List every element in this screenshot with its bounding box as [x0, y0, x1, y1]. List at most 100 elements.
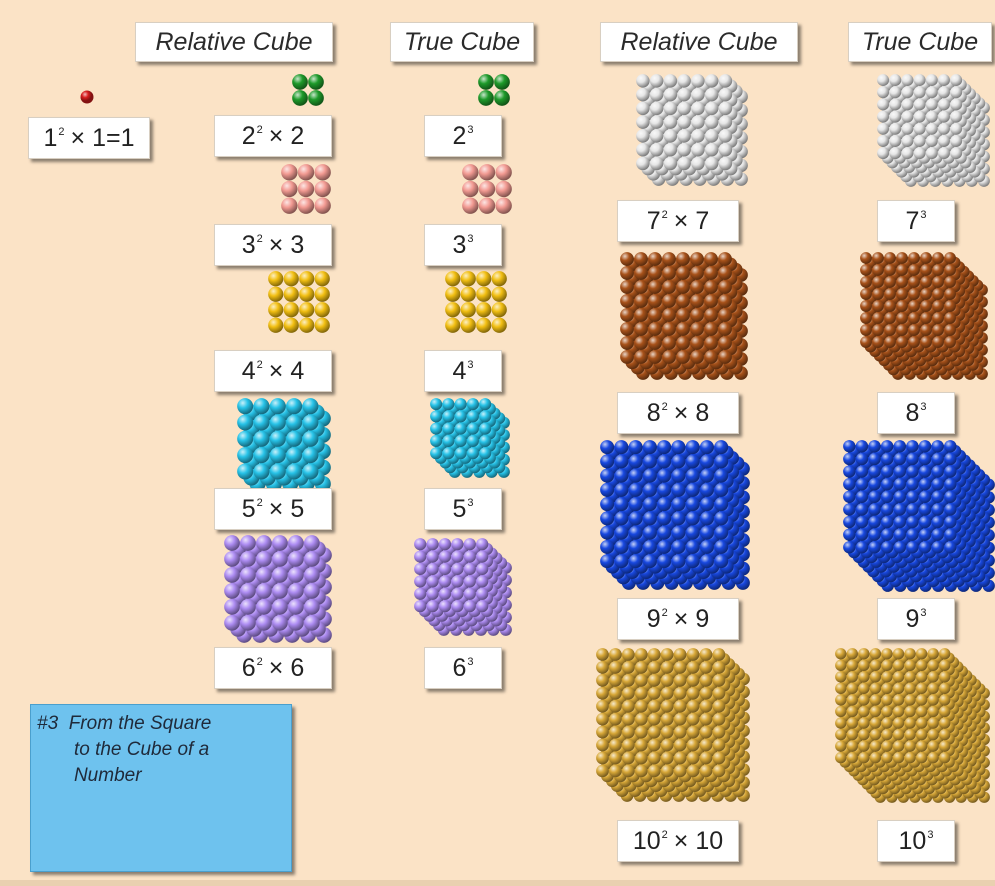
bead	[686, 454, 700, 468]
bead	[442, 423, 454, 435]
bead	[920, 288, 932, 300]
bead	[648, 280, 662, 294]
bead	[674, 674, 687, 687]
bead	[858, 741, 869, 752]
bead	[835, 694, 846, 705]
bead	[944, 465, 956, 477]
bead	[914, 111, 926, 123]
bead	[713, 700, 726, 713]
bead	[648, 661, 661, 674]
bead	[298, 198, 314, 214]
bead	[281, 181, 297, 197]
bead	[718, 266, 732, 280]
bead	[926, 123, 938, 135]
label-relative-7: 72× 7	[617, 200, 739, 242]
bead	[596, 739, 609, 752]
bead	[713, 765, 726, 778]
label-true-6: 63	[424, 647, 502, 689]
bead	[705, 129, 718, 142]
bead	[835, 706, 846, 717]
bead	[944, 541, 956, 553]
bead	[858, 660, 869, 671]
bead	[430, 398, 442, 410]
bead	[920, 336, 932, 348]
bead	[870, 729, 881, 740]
bead	[298, 181, 314, 197]
bead	[920, 252, 932, 264]
bead	[858, 648, 869, 659]
bead	[877, 147, 889, 159]
bead	[928, 671, 939, 682]
bead	[657, 440, 671, 454]
bead	[451, 600, 463, 612]
bead	[908, 324, 920, 336]
bead	[889, 74, 901, 86]
label-base: 7	[905, 207, 919, 235]
bead	[713, 687, 726, 700]
bead	[919, 516, 931, 528]
true-cube-10	[835, 648, 990, 803]
bead	[671, 540, 685, 554]
bead	[889, 123, 901, 135]
bead	[881, 706, 892, 717]
bead	[904, 694, 915, 705]
bead	[256, 583, 272, 599]
bead	[286, 463, 302, 479]
bead	[671, 440, 685, 454]
bead	[414, 575, 426, 587]
bead	[938, 86, 950, 98]
label-multiplier: × 4	[269, 357, 304, 385]
bead	[629, 554, 643, 568]
bead	[719, 88, 732, 101]
bead	[926, 74, 938, 86]
bead	[600, 511, 614, 525]
bead	[896, 300, 908, 312]
bead	[904, 729, 915, 740]
label-base: 8	[647, 399, 661, 427]
bead	[904, 741, 915, 752]
label-exponent: 2	[58, 126, 64, 138]
bead	[835, 683, 846, 694]
bead	[600, 440, 614, 454]
bead	[705, 157, 718, 170]
bead	[860, 276, 872, 288]
bead	[464, 600, 476, 612]
bead	[622, 726, 635, 739]
true-cube-2	[478, 74, 510, 106]
bead	[635, 674, 648, 687]
bead	[596, 700, 609, 713]
bead	[643, 540, 657, 554]
bead	[881, 453, 893, 465]
bead	[944, 276, 956, 288]
label-exponent: 3	[467, 124, 473, 136]
bead	[950, 123, 962, 135]
bead	[847, 729, 858, 740]
bead	[877, 74, 889, 86]
bead	[894, 541, 906, 553]
label-multiplier: × 5	[269, 495, 304, 523]
label-true-5: 53	[424, 488, 502, 530]
bead	[237, 463, 253, 479]
bead	[928, 648, 939, 659]
bead	[427, 588, 439, 600]
bead	[714, 540, 728, 554]
bead	[691, 157, 704, 170]
bead	[596, 648, 609, 661]
bead	[928, 741, 939, 752]
bead	[868, 491, 880, 503]
bead	[916, 717, 927, 728]
label-relative-9: 92× 9	[617, 598, 739, 640]
bead	[635, 752, 648, 765]
bead	[635, 648, 648, 661]
bead	[939, 683, 950, 694]
bead	[657, 526, 671, 540]
bead	[304, 551, 320, 567]
bead	[476, 575, 488, 587]
bead	[896, 336, 908, 348]
bead	[860, 336, 872, 348]
bead	[700, 648, 713, 661]
bead	[648, 322, 662, 336]
bead	[908, 336, 920, 348]
bead	[950, 147, 962, 159]
bead	[856, 516, 868, 528]
